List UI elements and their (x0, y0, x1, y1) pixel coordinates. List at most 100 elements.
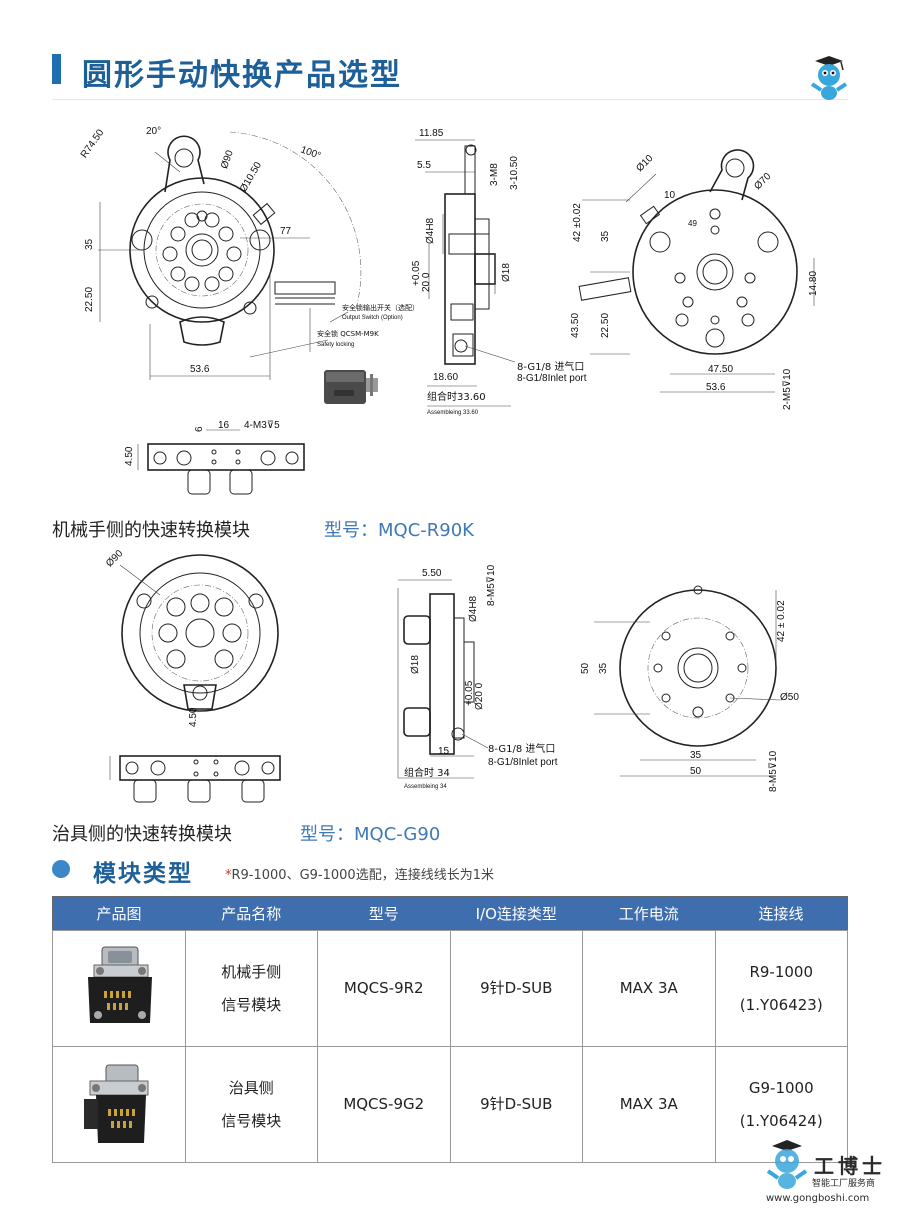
svg-text:安全锁输出开关（选配）: 安全锁输出开关（选配） (342, 303, 419, 312)
mascot-icon (808, 54, 850, 102)
io-type-cell: 9针D-SUB (449, 930, 583, 1047)
brand-subtitle: 智能工厂服务商 (812, 1179, 876, 1189)
svg-text:Ø4H8: Ø4H8 (425, 217, 436, 244)
robot-inlet-port-label: 8-G1/8Inlet port (517, 370, 627, 386)
svg-text:100°: 100° (299, 144, 322, 161)
brand-name: 工博士 (814, 1154, 886, 1178)
tool-side-top-view: Ø90 4.50 (100, 545, 300, 730)
table-row: 机械手侧信号模块 MQCS-9R2 9针D-SUB MAX 3A R9-1000… (52, 930, 848, 1047)
svg-text:Ø10: Ø10 (634, 153, 655, 174)
svg-text:42 ± 0.02: 42 ± 0.02 (776, 600, 787, 642)
svg-text:42 ±0.02: 42 ±0.02 (572, 203, 583, 242)
page-title: 圆形手动快换产品选型 (82, 58, 402, 93)
svg-text:18.60: 18.60 (433, 372, 458, 383)
col-header: 连接线 (715, 896, 848, 931)
svg-text:77: 77 (280, 226, 292, 237)
svg-text:组合时 34: 组合时 34 (404, 766, 450, 779)
robot-side-label: 机械手侧的快速转换模块 (52, 520, 250, 541)
svg-text:50: 50 (690, 766, 702, 777)
tool-side-label: 治具侧的快速转换模块 (52, 824, 232, 845)
svg-text:53.6: 53.6 (706, 382, 726, 393)
svg-text:5.50: 5.50 (422, 568, 442, 579)
svg-text:+0.05: +0.05 (464, 680, 475, 706)
svg-text:Assembleing 34: Assembleing 34 (404, 784, 447, 790)
note-star: * (225, 868, 232, 883)
table-row: 治具侧信号模块 MQCS-9G2 9针D-SUB MAX 3A G9-1000(… (52, 1046, 848, 1163)
svg-text:Assembleing 33.60: Assembleing 33.60 (427, 410, 479, 416)
product-image-cell (52, 1046, 186, 1163)
svg-text:4-M3⊽5: 4-M3⊽5 (244, 420, 280, 431)
svg-text:2-M5⊽10: 2-M5⊽10 (782, 368, 793, 410)
col-header: 产品图 (52, 896, 185, 931)
svg-text:8-G1/8 进气口: 8-G1/8 进气口 (517, 360, 584, 373)
tool-side-section-view: 5.50 8-M5⊽10 Ø4H8 Ø18 +0.05 Ø20 0 15 8-G… (378, 558, 578, 798)
svg-text:Ø90: Ø90 (219, 148, 236, 170)
robot-side-caption: 机械手侧的快速转换模块 型号：MQC-R90K (52, 516, 474, 542)
robot-side-top-view: R74.50 20° Ø90 Ø10.50 100° 77 35 22.50 5… (70, 112, 419, 412)
section-bullet-icon (52, 860, 70, 878)
svg-text:8-G1/8 进气口: 8-G1/8 进气口 (488, 742, 555, 755)
svg-text:20 0: 20 0 (421, 272, 432, 292)
page-header: 圆形手动快换产品选型 (52, 48, 848, 100)
model-cell: MQCS-9G2 (317, 1046, 451, 1163)
svg-text:安全锁 QCSM-M9K: 安全锁 QCSM-M9K (317, 329, 379, 338)
robot-side-section-view: 11.85 5.5 3-M8 3-10.50 Ø4H8 +0.05 20 0 Ø… (405, 124, 584, 416)
svg-text:47.50: 47.50 (708, 364, 733, 375)
svg-text:20°: 20° (146, 126, 161, 137)
table-header-row: 产品图 产品名称 型号 I/O连接类型 工作电流 连接线 (52, 896, 848, 931)
product-name-cell: 治具侧信号模块 (184, 1046, 318, 1163)
col-header: I/O连接类型 (450, 896, 583, 931)
svg-text:10: 10 (664, 190, 676, 201)
svg-text:Ø70: Ø70 (752, 171, 773, 192)
brand-mascot-icon (766, 1140, 808, 1189)
tool-side-front-view (96, 730, 296, 810)
svg-text:Ø20 0: Ø20 0 (474, 682, 485, 710)
svg-text:Ø18: Ø18 (410, 655, 421, 674)
svg-text:22.50: 22.50 (84, 287, 95, 312)
svg-text:+0.05: +0.05 (411, 260, 422, 286)
svg-text:35: 35 (600, 230, 611, 242)
svg-text:8-G1/8Inlet port: 8-G1/8Inlet port (488, 757, 558, 768)
svg-text:49: 49 (688, 219, 697, 228)
svg-text:3-M8: 3-M8 (489, 163, 500, 186)
robot-side-model: 型号：MQC-R90K (324, 520, 474, 541)
svg-text:4.50: 4.50 (188, 707, 199, 727)
signal-module-photo-g (83, 1064, 149, 1143)
svg-text:组合时33.60: 组合时33.60 (427, 390, 486, 403)
product-name-cell: 机械手侧信号模块 (184, 930, 318, 1047)
svg-text:53.6: 53.6 (190, 364, 210, 375)
svg-text:8-M5⊽10: 8-M5⊽10 (486, 564, 497, 606)
section-note: *R9-1000、G9-1000选配，连接线线长为1米 (225, 864, 494, 883)
col-header: 产品名称 (185, 896, 318, 931)
svg-text:6: 6 (194, 426, 205, 432)
tool-side-caption: 治具侧的快速转换模块 型号：MQC-G90 (52, 820, 440, 846)
robot-side-bottom-view: Ø10 10 Ø70 49 42 ±0.02 35 14.80 43.50 22… (570, 142, 820, 412)
svg-text:Ø4H8: Ø4H8 (468, 595, 479, 622)
svg-text:Ø50: Ø50 (780, 692, 799, 703)
cable-cell: G9-1000(1.Y06424) (714, 1046, 848, 1163)
signal-module-photo-r (87, 946, 152, 1023)
svg-text:22.50: 22.50 (600, 313, 611, 338)
svg-text:Ø18: Ø18 (501, 263, 512, 282)
svg-text:35: 35 (84, 238, 95, 250)
col-header: 型号 (317, 896, 450, 931)
svg-text:4.50: 4.50 (124, 446, 135, 466)
svg-text:8-M5⊽10: 8-M5⊽10 (768, 750, 779, 792)
svg-text:50: 50 (580, 662, 591, 674)
svg-text:43.50: 43.50 (570, 313, 581, 338)
io-type-cell: 9针D-SUB (449, 1046, 583, 1163)
module-table: 产品图 产品名称 型号 I/O连接类型 工作电流 连接线 (52, 896, 848, 1163)
svg-text:Output Switch (Option): Output Switch (Option) (342, 315, 403, 321)
robot-side-front-view: 4.50 6 16 4-M3⊽5 (118, 418, 318, 500)
svg-text:Ø10.50: Ø10.50 (238, 160, 264, 194)
safety-lock-photo (318, 360, 384, 410)
svg-text:3-10.50: 3-10.50 (509, 156, 520, 190)
product-image-cell (52, 930, 186, 1047)
model-cell: MQCS-9R2 (317, 930, 451, 1047)
cable-cell: R9-1000(1.Y06423) (714, 930, 848, 1047)
current-cell: MAX 3A (582, 930, 716, 1047)
svg-text:35: 35 (598, 662, 609, 674)
tool-side-model: 型号：MQC-G90 (300, 824, 441, 845)
svg-text:14.80: 14.80 (808, 271, 819, 296)
svg-text:Ø90: Ø90 (104, 548, 125, 569)
